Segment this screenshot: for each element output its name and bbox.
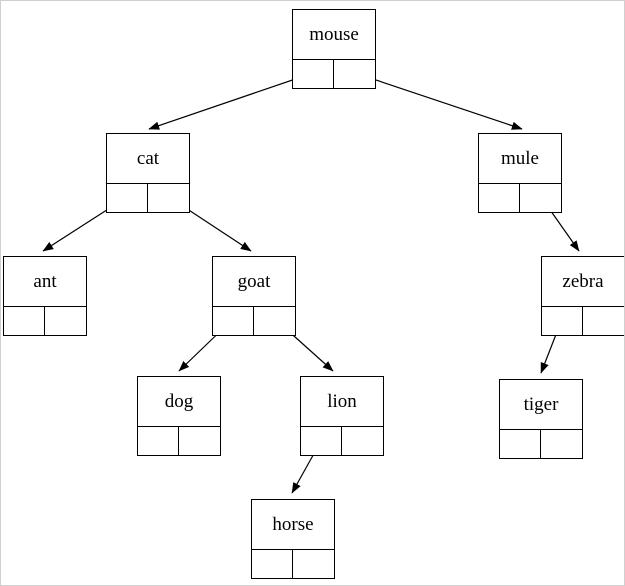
left-pointer-cell-ant[interactable] xyxy=(4,307,45,335)
left-pointer-cell-goat[interactable] xyxy=(213,307,254,335)
tree-node-tiger[interactable]: tiger xyxy=(499,379,583,459)
node-pointers-lion xyxy=(301,427,383,455)
node-label-tiger: tiger xyxy=(500,380,582,430)
node-label-mule: mule xyxy=(479,134,561,184)
node-pointers-mule xyxy=(479,184,561,212)
right-pointer-cell-dog[interactable] xyxy=(179,427,220,455)
tree-node-goat[interactable]: goat xyxy=(212,256,296,336)
node-pointers-cat xyxy=(107,184,189,212)
node-pointers-mouse xyxy=(293,60,375,88)
tree-node-zebra[interactable]: zebra xyxy=(541,256,624,336)
right-pointer-cell-zebra[interactable] xyxy=(583,307,624,335)
tree-node-lion[interactable]: lion xyxy=(300,376,384,456)
node-pointers-tiger xyxy=(500,430,582,458)
node-label-goat: goat xyxy=(213,257,295,307)
right-pointer-cell-horse[interactable] xyxy=(293,550,334,578)
node-label-horse: horse xyxy=(252,500,334,550)
tree-node-ant[interactable]: ant xyxy=(3,256,87,336)
tree-edge-mouse-to-mule xyxy=(354,72,523,130)
right-pointer-cell-mule[interactable] xyxy=(520,184,561,212)
left-pointer-cell-dog[interactable] xyxy=(138,427,179,455)
node-pointers-zebra xyxy=(542,307,624,335)
tree-node-dog[interactable]: dog xyxy=(137,376,221,456)
right-pointer-cell-mouse[interactable] xyxy=(334,60,375,88)
node-label-dog: dog xyxy=(138,377,220,427)
left-pointer-cell-mule[interactable] xyxy=(479,184,520,212)
node-pointers-ant xyxy=(4,307,86,335)
right-pointer-cell-ant[interactable] xyxy=(45,307,86,335)
node-label-lion: lion xyxy=(301,377,383,427)
node-pointers-horse xyxy=(252,550,334,578)
left-pointer-cell-horse[interactable] xyxy=(252,550,293,578)
tree-node-cat[interactable]: cat xyxy=(106,133,190,213)
right-pointer-cell-cat[interactable] xyxy=(148,184,189,212)
left-pointer-cell-cat[interactable] xyxy=(107,184,148,212)
tree-edge-mouse-to-cat xyxy=(148,72,314,130)
right-pointer-cell-lion[interactable] xyxy=(342,427,383,455)
right-pointer-cell-goat[interactable] xyxy=(254,307,295,335)
node-label-zebra: zebra xyxy=(542,257,624,307)
tree-node-horse[interactable]: horse xyxy=(251,499,335,579)
left-pointer-cell-mouse[interactable] xyxy=(293,60,334,88)
left-pointer-cell-tiger[interactable] xyxy=(500,430,541,458)
node-label-ant: ant xyxy=(4,257,86,307)
left-pointer-cell-zebra[interactable] xyxy=(542,307,583,335)
node-label-cat: cat xyxy=(107,134,189,184)
tree-node-mouse[interactable]: mouse xyxy=(292,9,376,89)
node-label-mouse: mouse xyxy=(293,10,375,60)
right-pointer-cell-tiger[interactable] xyxy=(541,430,582,458)
left-pointer-cell-lion[interactable] xyxy=(301,427,342,455)
node-pointers-goat xyxy=(213,307,295,335)
node-pointers-dog xyxy=(138,427,220,455)
tree-node-mule[interactable]: mule xyxy=(478,133,562,213)
